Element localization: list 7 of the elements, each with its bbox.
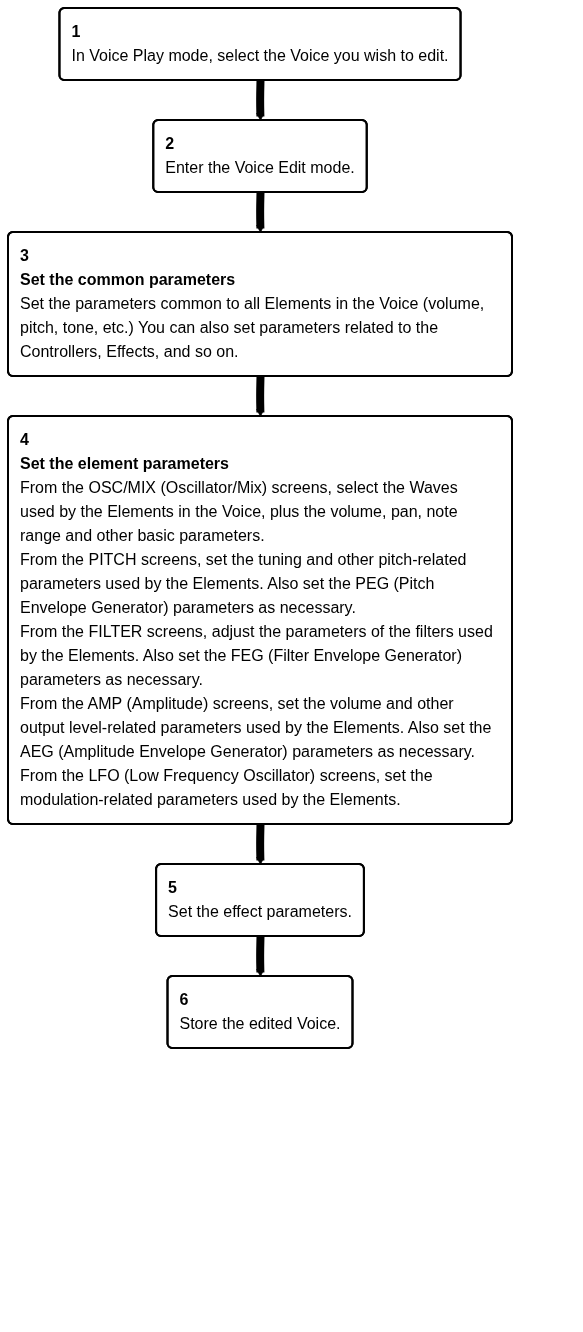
arrow — [255, 191, 265, 233]
arrow — [255, 823, 265, 865]
node-text: 4 Set the element parameters From the OSC/MIX (Oscillator/Mix) screens, select the Waves used by the Elements in the Voice, plus the volume, pan, note range and other basic parameters. From the PITCH screens, set the tuning and other pitch-related parameters used by the Elements. Also set the PEG (Pitch Envelope Generator) parameters as necessary. From the FILTER screens, adjust the parameters of the filters used by the Elements. Also set the FEG (Filter Envelope Generator) parameters as necessary. From the AMP (Amplitude) screens, set the volume and other output level-related parameters used by the Elements. Also set the AEG (Amplitude Envelope Generator) parameters as necessary. From the LFO (Low Frequency Oscillator) screens, set the modulation-related parameters used by the Elements. — [20, 431, 493, 808]
arrow — [255, 935, 265, 977]
node-text: 3 Set the common parameters Set the parameters common to all Elements in the Voice (volume, pitch, tone, etc.) You can also set parameters related to the Controllers, Effects, and so on. — [20, 247, 485, 360]
arrow — [255, 375, 265, 417]
arrow — [255, 79, 265, 121]
